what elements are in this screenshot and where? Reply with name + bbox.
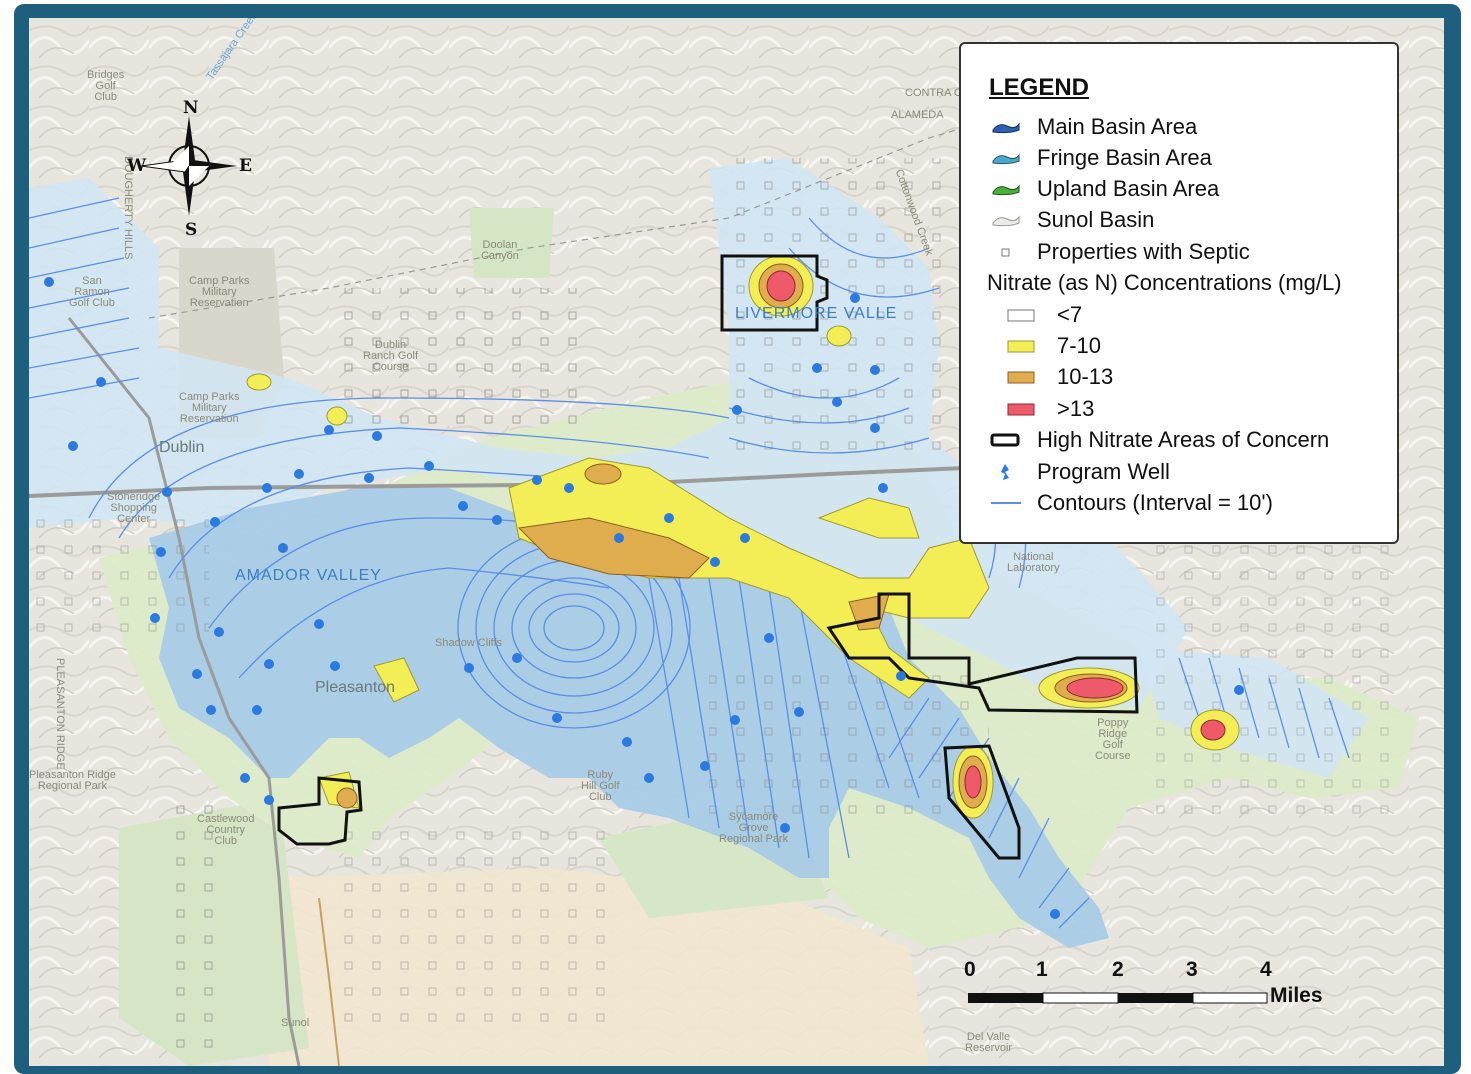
- label-pleasanton-ridge-vertical: PLEASANTON RIDGE: [54, 658, 66, 770]
- label-del-valle: Del Valle Reservoir: [965, 1031, 1013, 1054]
- green-park-1: [469, 208, 554, 278]
- compass-south: S: [185, 220, 198, 240]
- label-stoneridge: Stoneridge Shopping Center: [107, 491, 161, 525]
- label-castlewood: Castlewood Country Club: [197, 813, 255, 847]
- fringe-basin-swatch-icon: [992, 153, 1020, 165]
- scale-tick-2: 2: [1112, 958, 1124, 981]
- label-shadow-cliffs: Shadow Cliffs: [435, 637, 503, 649]
- label-livermore-valley: LIVERMORE VALLE: [735, 305, 898, 322]
- concern-outline-icon: [990, 433, 1020, 447]
- label-alameda: ALAMEDA: [891, 109, 944, 121]
- label-poppy-ridge: Poppy Ridge Golf Course: [1095, 717, 1131, 762]
- compass-rose-icon: [140, 116, 237, 216]
- label-pleasanton: Pleasanton: [315, 679, 396, 696]
- compass-east: E: [239, 156, 252, 176]
- compass-north: N: [183, 98, 199, 118]
- label-ruby-hill: Ruby Hill Golf Club: [581, 769, 620, 803]
- legend-panel: LEGEND Main Basin Area Fringe Basin Area…: [959, 42, 1399, 544]
- nitrate-gt13: [766, 270, 1226, 799]
- map-view[interactable]: Bridges Golf Club Camp Parks Military Re…: [29, 18, 1444, 1066]
- label-pleasanton-ridge: Pleasanton Ridge Regional Park: [29, 769, 116, 792]
- scale-tick-4: 4: [1260, 958, 1272, 981]
- north-arrow: N S E W: [127, 98, 267, 242]
- scale-unit: Miles: [1270, 984, 1323, 1007]
- scale-tick-1: 1: [1036, 958, 1048, 981]
- program-well-icon: [1001, 464, 1009, 480]
- label-bridges-golf: Bridges Golf Club: [87, 69, 125, 103]
- label-dublin: Dublin: [159, 439, 205, 456]
- scale-bar: 0 1 2 3 4 Miles: [964, 958, 1324, 1018]
- legend-title: LEGEND: [989, 74, 1090, 101]
- label-national-lab: National Laboratory: [1007, 551, 1060, 574]
- nitrate-gt13-swatch-icon: [1007, 403, 1035, 416]
- label-dublin-ranch: Dublin Ranch Golf Course: [363, 339, 419, 373]
- label-camp-parks: Camp Parks Military Reservation: [189, 275, 250, 309]
- upland-basin-swatch-icon: [992, 184, 1020, 196]
- interstate-680: [67, 317, 301, 1066]
- scale-tick-0: 0: [964, 958, 976, 981]
- label-camp-parks-2: Camp Parks Military Reservation: [179, 391, 240, 425]
- label-amador-valley: AMADOR VALLEY: [235, 567, 382, 584]
- county-line: [148, 107, 1030, 319]
- program-wells: [44, 277, 1244, 919]
- compass-west: W: [127, 156, 147, 176]
- label-sycamore-grove: Sycamore Grove Regional Park: [719, 811, 789, 845]
- contour-line-icon: [991, 502, 1021, 504]
- scale-bar-graphic: [968, 992, 1268, 1004]
- nitrate-10-13-swatch-icon: [1007, 371, 1035, 384]
- main-basin-swatch-icon: [992, 122, 1020, 134]
- concern-areas: [277, 254, 1139, 860]
- label-sunol: Sunol: [281, 1017, 310, 1029]
- septic-square-icon: [1001, 248, 1010, 257]
- label-doolan-canyon: Doolan Canyon: [481, 239, 519, 262]
- scale-tick-3: 3: [1186, 958, 1198, 981]
- nitrate-lt7-swatch-icon: [1007, 309, 1035, 322]
- sunol-basin-swatch-icon: [992, 215, 1020, 227]
- nitrate-7-10-swatch-icon: [1007, 340, 1035, 353]
- label-san-ramon-golf: San Ramon Golf Club: [69, 275, 115, 309]
